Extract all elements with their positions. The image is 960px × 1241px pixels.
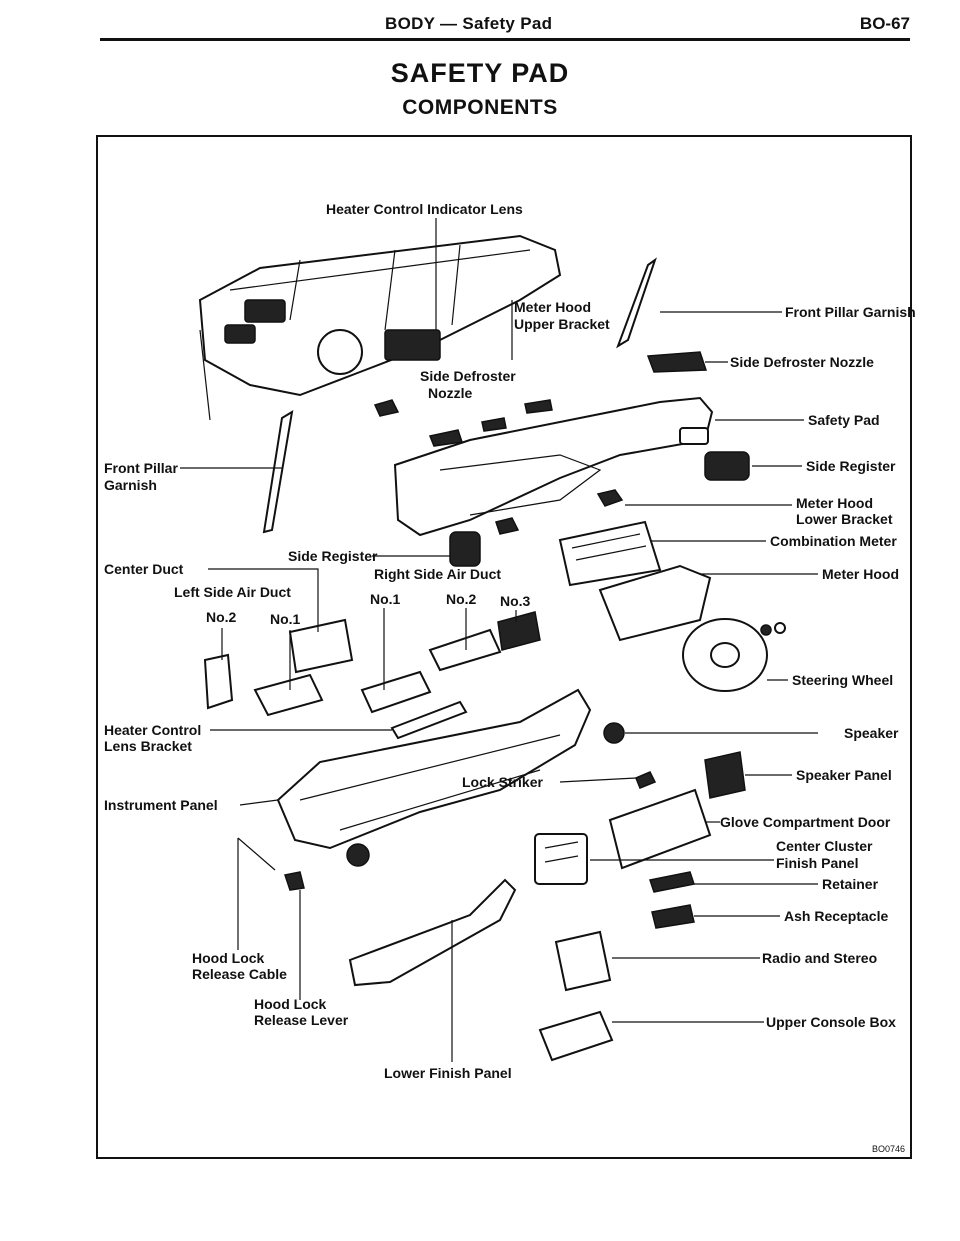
label-right-no2: No.2 xyxy=(446,591,477,607)
label-hood-lock-release-cable-1: Hood Lock xyxy=(192,950,265,966)
side-defroster-nozzle-small-3 xyxy=(524,399,553,414)
label-glove-compartment-door: Glove Compartment Door xyxy=(720,814,891,830)
right-side-air-duct-no1-drawing xyxy=(360,670,432,714)
label-lock-striker: Lock Striker xyxy=(462,774,543,790)
label-hood-lock-release-lever-2: Release Lever xyxy=(254,1012,349,1028)
label-left-no2: No.2 xyxy=(206,609,237,625)
header-rule xyxy=(100,38,910,41)
upper-dashboard-drawing xyxy=(198,234,562,421)
side-register-right-drawing xyxy=(704,451,750,481)
retainer-drawing xyxy=(649,871,695,893)
meter-hood-lower-bracket-drawing xyxy=(596,489,624,507)
left-side-air-duct-no1-drawing xyxy=(253,673,324,717)
label-safety-pad: Safety Pad xyxy=(808,412,880,428)
meter-hood-drawing xyxy=(598,564,712,642)
page-title: SAFETY PAD xyxy=(390,58,570,88)
label-side-register-right: Side Register xyxy=(806,458,896,474)
label-upper-console-box: Upper Console Box xyxy=(766,1014,896,1030)
front-pillar-garnish-right-drawing xyxy=(616,257,657,349)
side-defroster-nozzle-small-2 xyxy=(481,417,507,432)
safety-pad-drawing xyxy=(393,396,714,537)
lower-finish-panel-drawing xyxy=(348,878,517,987)
page-subtitle: COMPONENTS xyxy=(402,96,558,119)
label-front-pillar-garnish-right: Front Pillar Garnish xyxy=(785,304,916,320)
label-ash-receptacle: Ash Receptacle xyxy=(784,908,888,924)
label-side-register-center: Side Register xyxy=(288,548,378,564)
center-duct-drawing xyxy=(288,618,354,674)
left-side-air-duct-no2-drawing xyxy=(203,653,234,710)
speaker-drawing xyxy=(603,722,625,744)
label-meter-hood-upper-bracket-1: Meter Hood xyxy=(514,299,591,315)
label-hood-lock-release-cable-2: Release Cable xyxy=(192,966,287,982)
label-steering-wheel: Steering Wheel xyxy=(792,672,893,688)
label-side-defroster-nozzle-right: Side Defroster Nozzle xyxy=(730,354,874,370)
label-right-no1: No.1 xyxy=(370,591,401,607)
radio-and-stereo-drawing xyxy=(554,930,612,992)
label-meter-hood-lower-bracket-1: Meter Hood xyxy=(796,495,873,511)
side-register-center-drawing xyxy=(449,531,481,567)
right-side-air-duct-no3-drawing xyxy=(497,611,541,651)
label-side-defroster-nozzle-center-2: Nozzle xyxy=(428,385,473,401)
label-center-duct: Center Duct xyxy=(104,561,184,577)
center-cluster-detail xyxy=(544,841,579,863)
glove-compartment-door-drawing xyxy=(608,788,712,870)
label-lower-finish-panel: Lower Finish Panel xyxy=(384,1065,512,1081)
instrument-panel-drawing xyxy=(276,688,592,850)
label-left-no1: No.1 xyxy=(270,611,301,627)
bracket-small-drawing xyxy=(495,517,520,535)
label-retainer: Retainer xyxy=(822,876,879,892)
steering-wheel-washer xyxy=(774,622,786,634)
label-heater-control-lens-bracket-1: Heater Control xyxy=(104,722,201,738)
label-radio-and-stereo: Radio and Stereo xyxy=(762,950,877,966)
side-defroster-nozzle-right-drawing xyxy=(646,351,708,373)
leader-lines xyxy=(180,218,818,1062)
label-right-no3: No.3 xyxy=(500,593,531,609)
page-header: BODY — Safety Pad BO-67 xyxy=(100,10,910,41)
label-heater-control-indicator-lens: Heater Control Indicator Lens xyxy=(326,201,523,217)
safety-pad-clip xyxy=(679,427,709,445)
label-front-pillar-garnish-left-1: Front Pillar xyxy=(104,460,178,476)
diagram-frame xyxy=(96,135,912,1159)
front-pillar-garnish-left-drawing xyxy=(262,410,294,534)
figure-reference: BO0746 xyxy=(872,1144,905,1154)
page-number: BO-67 xyxy=(859,14,910,33)
label-right-side-air-duct: Right Side Air Duct xyxy=(374,566,501,582)
upper-console-box-drawing xyxy=(538,1010,614,1062)
label-hood-lock-release-lever-1: Hood Lock xyxy=(254,996,327,1012)
steering-wheel-hub xyxy=(710,642,740,668)
label-left-side-air-duct: Left Side Air Duct xyxy=(174,584,291,600)
hood-lock-release-cable-drawing xyxy=(237,837,276,871)
instrument-panel-detail xyxy=(299,734,561,831)
label-speaker-panel: Speaker Panel xyxy=(796,767,892,783)
label-front-pillar-garnish-left-2: Garnish xyxy=(104,477,157,493)
label-side-defroster-nozzle-center-1: Side Defroster xyxy=(420,368,516,384)
steering-wheel-nut xyxy=(760,624,772,636)
label-instrument-panel: Instrument Panel xyxy=(104,797,218,813)
side-defroster-nozzle-small xyxy=(373,399,400,417)
speaker-left-drawing xyxy=(346,843,370,867)
section-title: BODY — Safety Pad xyxy=(385,14,553,33)
right-side-air-duct-no2-drawing xyxy=(428,628,502,672)
lock-striker-drawing xyxy=(635,771,657,789)
label-center-cluster-finish-panel-2: Finish Panel xyxy=(776,855,858,871)
label-speaker: Speaker xyxy=(844,725,899,741)
label-meter-hood: Meter Hood xyxy=(822,566,899,582)
hood-lock-release-lever-drawing xyxy=(284,871,305,891)
label-combination-meter: Combination Meter xyxy=(770,533,897,549)
heater-control-lens-bracket-drawing xyxy=(390,700,468,740)
safety-pad-detail xyxy=(439,454,602,516)
label-meter-hood-lower-bracket-2: Lower Bracket xyxy=(796,511,893,527)
label-meter-hood-upper-bracket-2: Upper Bracket xyxy=(514,316,610,332)
ash-receptacle-drawing xyxy=(651,904,695,929)
label-center-cluster-finish-panel-1: Center Cluster xyxy=(776,838,873,854)
speaker-panel-drawing xyxy=(704,751,746,799)
label-heater-control-lens-bracket-2: Lens Bracket xyxy=(104,738,192,754)
combination-meter-detail xyxy=(571,533,647,561)
